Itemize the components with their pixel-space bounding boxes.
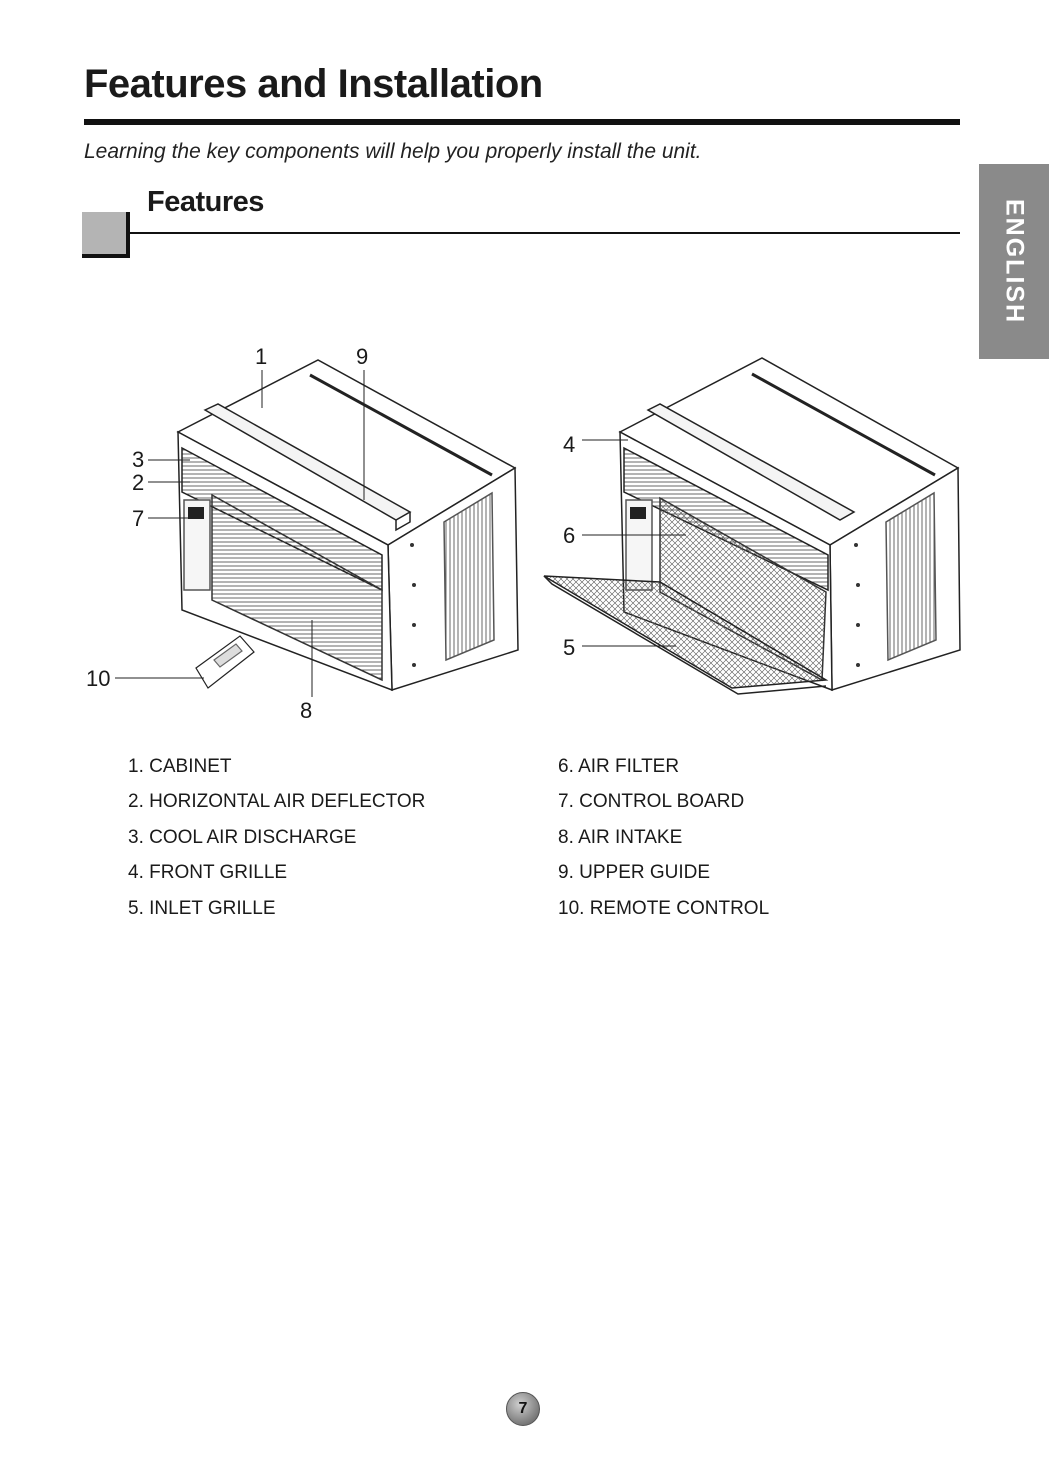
- list-item: 10. REMOTE CONTROL: [558, 897, 770, 919]
- callout-4: 4: [563, 432, 575, 457]
- section-rule: [128, 232, 960, 234]
- list-item: 4. FRONT GRILLE: [128, 862, 288, 884]
- list-item: 8. AIR INTAKE: [558, 826, 683, 848]
- callout-leaders: [115, 370, 686, 697]
- callout-6: 6: [563, 523, 575, 548]
- list-item: 6. AIR FILTER: [558, 756, 680, 777]
- list-item: 1. CABINET: [128, 756, 232, 777]
- list-item: 9. UPPER GUIDE: [558, 862, 711, 884]
- section-marker-box: [82, 212, 130, 258]
- language-tab-label: ENGLISH: [1000, 198, 1029, 325]
- page-number: 7: [506, 1392, 540, 1426]
- callout-9: 9: [356, 344, 368, 369]
- section-title: Features: [147, 186, 264, 218]
- unit-front-view: [176, 359, 519, 692]
- air-conditioner-diagram: 1 9 3 2 7 10 8 4 6 5: [86, 344, 961, 723]
- list-item: 5. INLET GRILLE: [128, 897, 276, 919]
- parts-list: 1. CABINET 2. HORIZONTAL AIR DEFLECTOR 3…: [128, 756, 928, 933]
- callout-2: 2: [132, 470, 144, 495]
- callout-7: 7: [132, 506, 144, 531]
- list-item: 2. HORIZONTAL AIR DEFLECTOR: [128, 791, 426, 813]
- language-tab: ENGLISH: [979, 164, 1049, 359]
- list-item: 7. CONTROL BOARD: [558, 791, 745, 813]
- title-rule: [84, 119, 960, 125]
- callout-10: 10: [86, 666, 110, 691]
- list-item: 3. COOL AIR DISCHARGE: [128, 826, 357, 848]
- remote-control: [195, 635, 255, 689]
- callout-8: 8: [300, 698, 312, 723]
- callout-3: 3: [132, 447, 144, 472]
- callout-5: 5: [563, 635, 575, 660]
- callout-1: 1: [255, 344, 267, 369]
- page-subtitle: Learning the key components will help yo…: [84, 140, 702, 163]
- page-title: Features and Installation: [84, 62, 543, 106]
- unit-open-view: [543, 357, 961, 695]
